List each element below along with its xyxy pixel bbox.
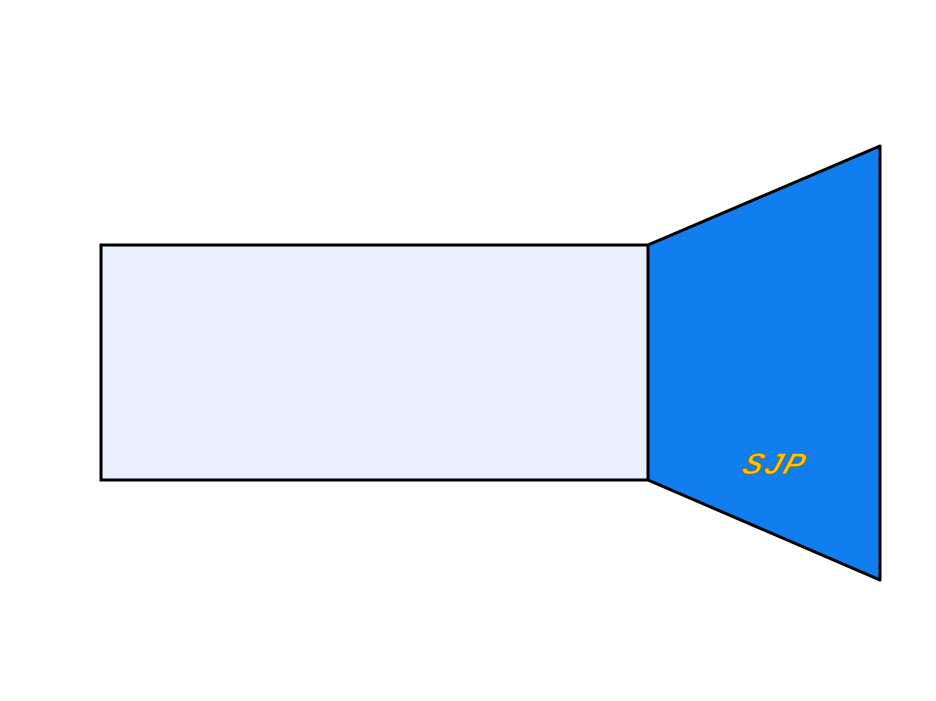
logo-text: SJP bbox=[738, 447, 812, 481]
sjp-logo: SJP bbox=[738, 446, 813, 481]
light-blue-rectangle bbox=[99, 243, 650, 482]
blue-trapezoid bbox=[646, 144, 882, 582]
